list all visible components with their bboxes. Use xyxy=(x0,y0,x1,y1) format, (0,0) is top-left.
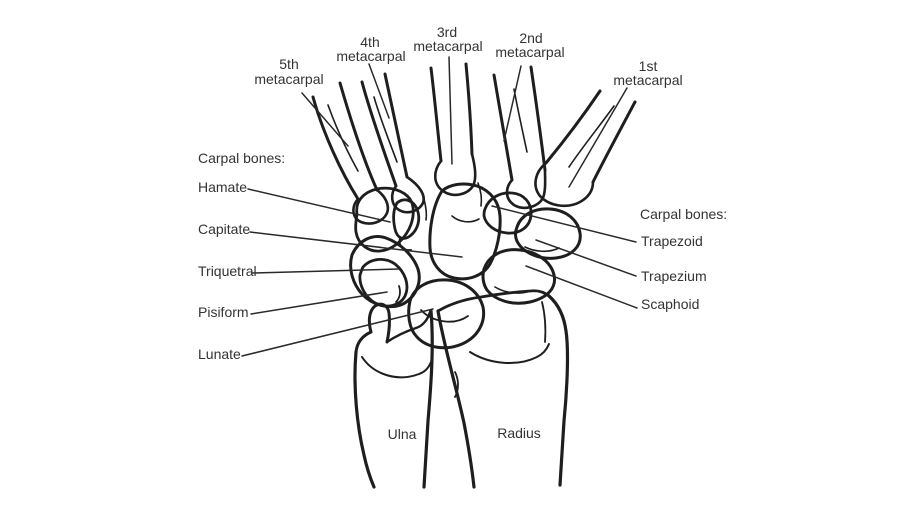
trapezoid-outline xyxy=(482,191,533,235)
radial-styloid-shading xyxy=(541,301,547,343)
leader-4th-metacarpal xyxy=(368,63,390,119)
label-3rd-metacarpal-line1: 3rd xyxy=(437,24,457,40)
radius-head-shading xyxy=(469,343,550,364)
radius-left-edge xyxy=(436,309,476,489)
first-metacarpal-left-edge xyxy=(544,89,602,165)
capitate-shading xyxy=(451,215,480,223)
trapezium-outline xyxy=(514,207,582,260)
capitate-outline xyxy=(428,182,502,281)
ulnar-styloid-outline xyxy=(367,302,391,344)
fourth-metacarpal-right-edge xyxy=(383,72,409,179)
fifth-metacarpal-right-edge xyxy=(338,81,379,192)
label-4th-metacarpal-line2: metacarpal xyxy=(336,48,405,64)
leader-scaphoid xyxy=(525,265,638,309)
radius-right-edge xyxy=(547,294,570,487)
hamate-outline xyxy=(354,186,415,253)
third-metacarpal-right-edge xyxy=(464,62,474,156)
left-carpal-bones-heading: Carpal bones: xyxy=(198,150,285,166)
ulna-head-top xyxy=(354,330,373,354)
radius-bone-drawing xyxy=(436,289,570,489)
ulna-head-shading xyxy=(361,356,432,379)
fourth-metacarpal-shading xyxy=(373,96,398,163)
fifth-metacarpal-base xyxy=(352,188,390,225)
label-3rd-metacarpal-line2: metacarpal xyxy=(413,38,482,54)
intermetacarpal-line-b xyxy=(477,182,483,207)
label-hamate: Hamate xyxy=(198,179,247,195)
trapezium-shading xyxy=(524,246,560,253)
label-5th-metacarpal-line1: 5th xyxy=(279,56,298,72)
label-4th-metacarpal-line1: 4th xyxy=(360,34,379,50)
label-capitate: Capitate xyxy=(198,221,250,237)
ulna-left-edge xyxy=(353,350,376,489)
leader-trapezium xyxy=(535,239,637,277)
radius-top-edge xyxy=(436,289,551,313)
carpal-labels-right: Carpal bones: Trapezoid Trapezium Scapho… xyxy=(640,206,727,312)
label-1st-metacarpal-line2: metacarpal xyxy=(613,72,682,88)
leader-pisiform xyxy=(250,291,388,315)
leader-3rd-metacarpal xyxy=(448,56,453,165)
label-lunate: Lunate xyxy=(198,346,241,362)
fifth-metacarpal-left-edge xyxy=(311,95,360,201)
first-metacarpal-base xyxy=(534,161,595,208)
leader-triquetral xyxy=(251,268,400,274)
first-metacarpal-shading xyxy=(568,105,615,168)
leader-2nd-metacarpal xyxy=(503,65,522,142)
carpal-labels-left: Carpal bones: Hamate Capitate Triquetral… xyxy=(198,150,285,362)
leader-hamate xyxy=(247,188,391,223)
ulna-head-right xyxy=(385,310,432,344)
label-scaphoid: Scaphoid xyxy=(641,296,699,312)
third-metacarpal-base xyxy=(433,152,477,197)
ulna-right-edge xyxy=(422,309,434,489)
label-2nd-metacarpal-line2: metacarpal xyxy=(495,44,564,60)
pisiform-outline xyxy=(358,258,409,308)
fourth-metacarpal-left-edge xyxy=(360,80,398,188)
third-metacarpal-left-edge xyxy=(429,66,443,163)
label-ulna: Ulna xyxy=(388,426,417,442)
carpal-bones-drawing xyxy=(349,182,582,350)
leader-1st-metacarpal xyxy=(568,87,628,188)
lunate-outline xyxy=(407,278,486,350)
fifth-metacarpal-shading xyxy=(327,104,359,172)
scaphoid-outline xyxy=(481,248,557,305)
label-radius: Radius xyxy=(497,425,541,441)
leader-5th-metacarpal xyxy=(301,92,349,147)
label-2nd-metacarpal-line1: 2nd xyxy=(519,30,542,46)
label-trapezoid: Trapezoid xyxy=(641,233,703,249)
second-metacarpal-right-edge xyxy=(529,65,547,172)
fourth-metacarpal-base xyxy=(390,175,425,214)
intermetacarpal-line-a xyxy=(423,198,428,221)
pisiform-shading xyxy=(395,285,401,303)
label-trapezium: Trapezium xyxy=(641,268,707,284)
first-metacarpal-right-edge xyxy=(591,100,637,184)
ulna-bone-drawing xyxy=(353,302,434,489)
label-1st-metacarpal-line1: 1st xyxy=(639,58,658,74)
radius-edge-shading xyxy=(454,371,459,398)
leader-lunate xyxy=(241,308,434,357)
hamate-hook-outline xyxy=(392,198,421,240)
second-metacarpal-shading xyxy=(513,88,528,153)
leader-capitate xyxy=(249,231,463,258)
metacarpal-labels: 5th metacarpal 4th metacarpal 3rd metaca… xyxy=(254,24,682,88)
leader-trapezoid xyxy=(491,205,637,243)
lunate-shading xyxy=(420,309,469,323)
forearm-labels: Ulna Radius xyxy=(388,425,541,442)
label-triquetral: Triquetral xyxy=(198,263,257,279)
label-5th-metacarpal-line2: metacarpal xyxy=(254,71,323,87)
right-carpal-bones-heading: Carpal bones: xyxy=(640,206,727,222)
leader-lines xyxy=(241,56,638,357)
second-metacarpal-left-edge xyxy=(492,73,514,182)
label-pisiform: Pisiform xyxy=(198,304,249,320)
